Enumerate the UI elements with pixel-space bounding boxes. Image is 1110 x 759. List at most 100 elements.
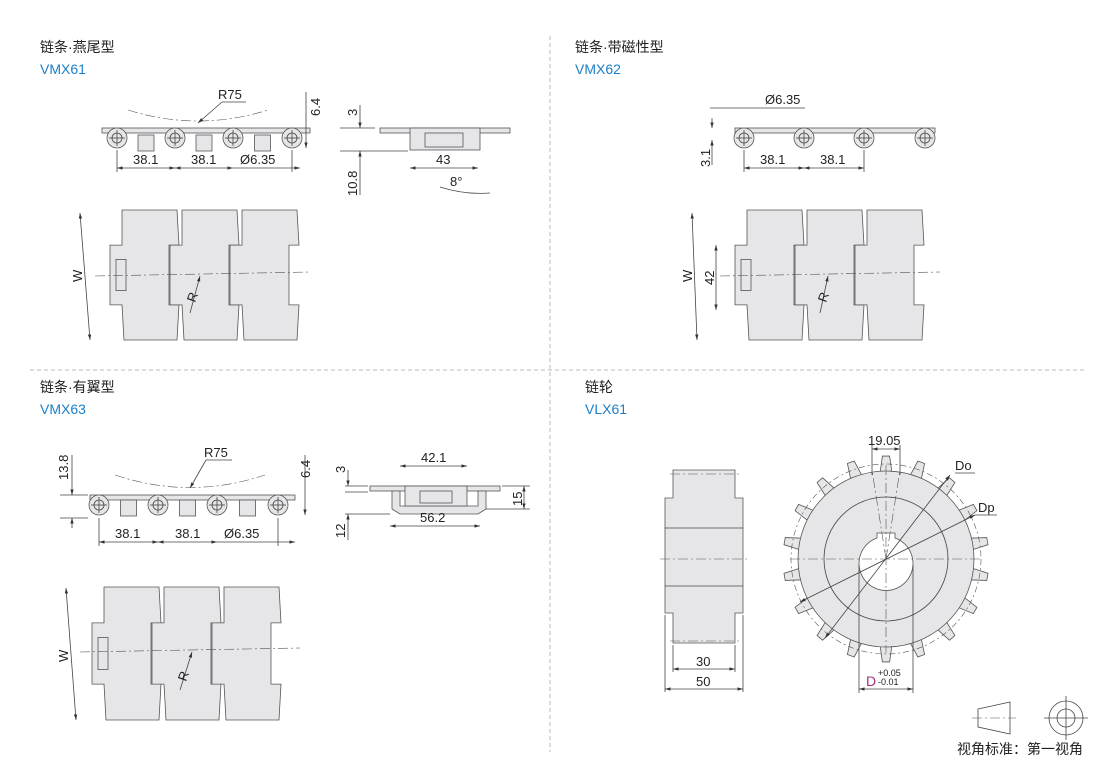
- dim-width: [64, 587, 78, 721]
- link-block: [137, 134, 155, 152]
- dim-width: [690, 212, 699, 341]
- panel-vmx63: 链条·有翼型 VMX63 R75 13.8 6.4 38.1 38.1 Ø6.3…: [40, 379, 530, 721]
- chain-plate: [794, 209, 865, 341]
- magnet-slot: [740, 258, 752, 291]
- projection-legend: 视角标准：第一视角: [957, 696, 1088, 757]
- dim-pitch-1: 38.1: [115, 526, 140, 541]
- chain-plate: [211, 586, 282, 721]
- dim-pitch-1: 38.1: [760, 152, 785, 167]
- dim-6-4: 6.4: [298, 460, 313, 478]
- dim-3-1: 3.1: [698, 149, 713, 167]
- end-wings: [391, 490, 487, 515]
- link-block: [179, 499, 196, 517]
- chain-top-plate: [101, 127, 311, 134]
- panel-vmx61: 链条·燕尾型 VMX61 R75 38.1 38.1 Ø6.35 6.4: [40, 39, 511, 341]
- dim-42: 42: [702, 271, 717, 285]
- tolerance-plus: +0.05: [878, 668, 901, 678]
- dim-13-8: 13.8: [56, 455, 71, 480]
- side-view: R75 13.8 6.4 38.1 38.1 Ø6.35: [56, 445, 313, 546]
- dim-pitch-2: 38.1: [820, 152, 845, 167]
- radius-arrow: [189, 275, 201, 314]
- radius-leader: [189, 459, 207, 489]
- chain-plate: [151, 586, 222, 721]
- dim-10-8: 10.8: [345, 171, 360, 196]
- tolerance-minus: -0.01: [878, 677, 899, 687]
- dim-3: 3: [333, 466, 348, 473]
- radius-arc: [127, 109, 269, 122]
- end-view: 3 10.8 43 8°: [340, 105, 511, 196]
- chain-plate: [229, 209, 300, 341]
- hinge-holes: [733, 127, 936, 149]
- chain-plate: [169, 209, 240, 341]
- dim-dp-line: [799, 514, 976, 603]
- dim-pitch: 19.05: [868, 433, 901, 448]
- panel-vmx62: 链条·带磁性型 VMX62 Ø6.35 3.1 38.1 38.1 W 42: [575, 39, 941, 341]
- hinge-holes: [88, 494, 289, 517]
- sprocket-front-view: 19.05 Do Dp D +0.05 -0.01: [783, 433, 997, 693]
- radius-arrow: [179, 651, 193, 691]
- dim-50: 50: [696, 674, 710, 689]
- dim-pin-diameter: Ø6.35: [765, 92, 800, 107]
- dim-pitch-2: 38.1: [191, 152, 216, 167]
- dim-pitch-1: 38.1: [133, 152, 158, 167]
- dim-43: 43: [436, 152, 450, 167]
- magnet-slot: [97, 637, 109, 670]
- panel-vlx61: 链轮 VLX61 30 50: [585, 379, 997, 693]
- radius-arrow: [819, 275, 829, 314]
- dim-bore: D: [866, 673, 876, 689]
- model-code: VMX63: [40, 401, 86, 417]
- panel-title: 链轮: [585, 379, 613, 395]
- dim-pin-diameter: Ø6.35: [224, 526, 259, 541]
- hinge-holes: [106, 127, 303, 152]
- dim-w: W: [70, 269, 85, 282]
- top-view: W R: [70, 209, 311, 341]
- link-block: [195, 134, 213, 152]
- radius-arc: [114, 474, 266, 488]
- top-view: W 42 R: [680, 209, 941, 341]
- sprocket-hub: [664, 469, 744, 644]
- angle-arc: [439, 186, 491, 194]
- frustum-symbol-icon: [977, 701, 1011, 735]
- dim-angle: 8°: [450, 174, 462, 189]
- center-line: [719, 271, 941, 277]
- dim-w: W: [680, 269, 695, 282]
- dim-width: [78, 212, 92, 341]
- chain-plates: [91, 586, 282, 721]
- chain-top-plate: [89, 494, 296, 501]
- model-code: VMX62: [575, 61, 621, 77]
- dim-dp: Dp: [978, 500, 995, 515]
- panel-title: 链条·带磁性型: [575, 39, 664, 55]
- sprocket-side-view: 30 50: [660, 469, 748, 692]
- chain-plate: [854, 209, 925, 341]
- dim-w: W: [56, 649, 71, 662]
- dim-15: 15: [510, 492, 525, 506]
- dim-3: 3: [345, 109, 360, 116]
- dim-42-1: 42.1: [421, 450, 446, 465]
- chain-top-plate: [734, 127, 936, 134]
- top-view: W R: [56, 586, 301, 721]
- dim-12: 12: [333, 524, 348, 538]
- dim-6-4: 6.4: [308, 98, 323, 116]
- dim-pitch-2: 38.1: [175, 526, 200, 541]
- dim-r75: R75: [218, 87, 242, 102]
- dim-do: Do: [955, 458, 972, 473]
- end-hinge: [419, 490, 453, 504]
- model-code: VMX61: [40, 61, 86, 77]
- side-view: Ø6.35 3.1 38.1 38.1: [698, 92, 936, 172]
- radius-leader: [197, 101, 223, 124]
- dim-pin-diameter: Ø6.35: [240, 152, 275, 167]
- magnet-slot: [115, 258, 127, 291]
- end-hinge: [424, 132, 464, 148]
- link-block: [120, 499, 137, 517]
- link-block: [239, 499, 256, 517]
- side-view: R75 38.1 38.1 Ø6.35 6.4: [101, 87, 323, 172]
- link-block: [254, 134, 271, 152]
- end-view: 3 12 42.1 56.2 15: [333, 450, 530, 540]
- dim-56-2: 56.2: [420, 510, 445, 525]
- dim-r75: R75: [204, 445, 228, 460]
- center-line: [79, 647, 301, 653]
- dim-30: 30: [696, 654, 710, 669]
- projection-standard-text: 视角标准：第一视角: [957, 741, 1083, 757]
- panel-title: 链条·燕尾型: [40, 39, 115, 55]
